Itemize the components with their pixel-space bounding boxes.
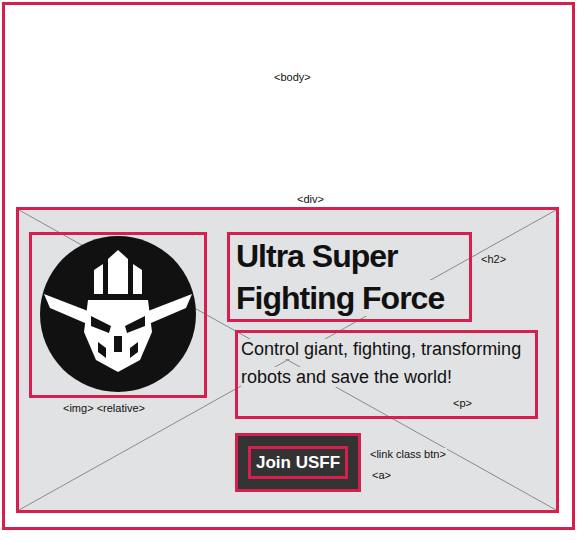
crest — [133, 264, 142, 294]
element-tag-label: <a> — [371, 469, 392, 482]
element-tag-label: <link class btn> — [369, 448, 447, 461]
robot-eye — [125, 316, 145, 333]
element-tag-label: <img> <relative> — [62, 402, 146, 415]
element-tag-label: <h2> — [480, 253, 507, 266]
heading-text: Ultra Super Fighting Force — [236, 238, 444, 316]
div-container: <img> <relative>Ultra Super Fighting For… — [16, 207, 559, 513]
img-box: <img> <relative> — [29, 232, 207, 398]
robot-cheek — [130, 342, 138, 358]
link-btn-box: Join USFF<a><link class btn> — [235, 433, 361, 492]
paragraph-text: Control giant, fighting, transforming ro… — [241, 339, 521, 387]
cross-line — [19, 210, 556, 510]
button-text: Join USFF — [256, 453, 340, 472]
anchor-box: Join USFF<a> — [248, 446, 348, 479]
body-box: <img> <relative>Ultra Super Fighting For… — [2, 2, 575, 530]
crest — [94, 264, 103, 294]
element-tag-label: <div> — [296, 193, 325, 206]
crest — [108, 250, 128, 294]
robot-eye — [91, 316, 111, 333]
element-tag-label: <body> — [273, 71, 312, 84]
robot-cheek — [98, 342, 106, 358]
p-box: Control giant, fighting, transforming ro… — [235, 330, 538, 419]
cross-line — [19, 210, 556, 510]
robot-face — [84, 300, 152, 372]
logo-disc — [40, 236, 196, 392]
element-tag-label: <p> — [452, 397, 473, 410]
h2-box: Ultra Super Fighting Force<h2> — [227, 232, 472, 322]
robot-mouth — [114, 336, 122, 352]
robot-logo — [32, 235, 204, 395]
